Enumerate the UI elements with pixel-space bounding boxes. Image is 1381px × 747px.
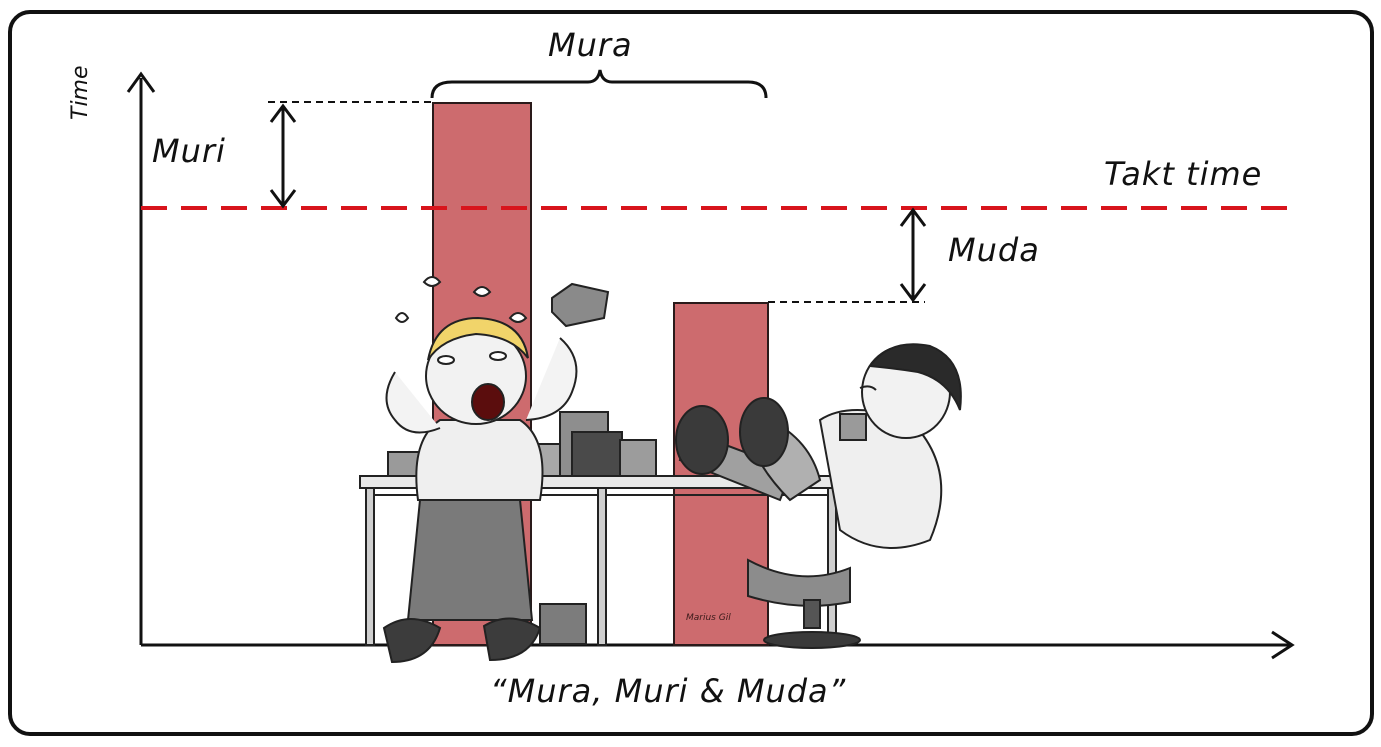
relaxed-worker-figure xyxy=(675,343,962,649)
y-axis-label: Time xyxy=(68,65,93,120)
muda-label: Muda xyxy=(948,231,1040,269)
takt-time-label: Takt time xyxy=(1104,155,1263,193)
diagram-caption: “Mura, Muri & Muda” xyxy=(490,672,847,710)
signature-strip xyxy=(680,608,752,626)
floor-box xyxy=(539,603,587,645)
artist-signature: Marius Gil xyxy=(686,613,731,623)
muri-double-arrow xyxy=(269,103,297,209)
y-axis-arrowhead xyxy=(126,71,156,93)
x-axis-arrowhead xyxy=(1271,630,1295,660)
stressed-worker-figure xyxy=(382,276,578,664)
muri-label: Muri xyxy=(152,132,226,170)
mura-brace xyxy=(430,69,768,99)
muda-double-arrow xyxy=(899,207,927,303)
mura-label: Mura xyxy=(548,26,633,64)
